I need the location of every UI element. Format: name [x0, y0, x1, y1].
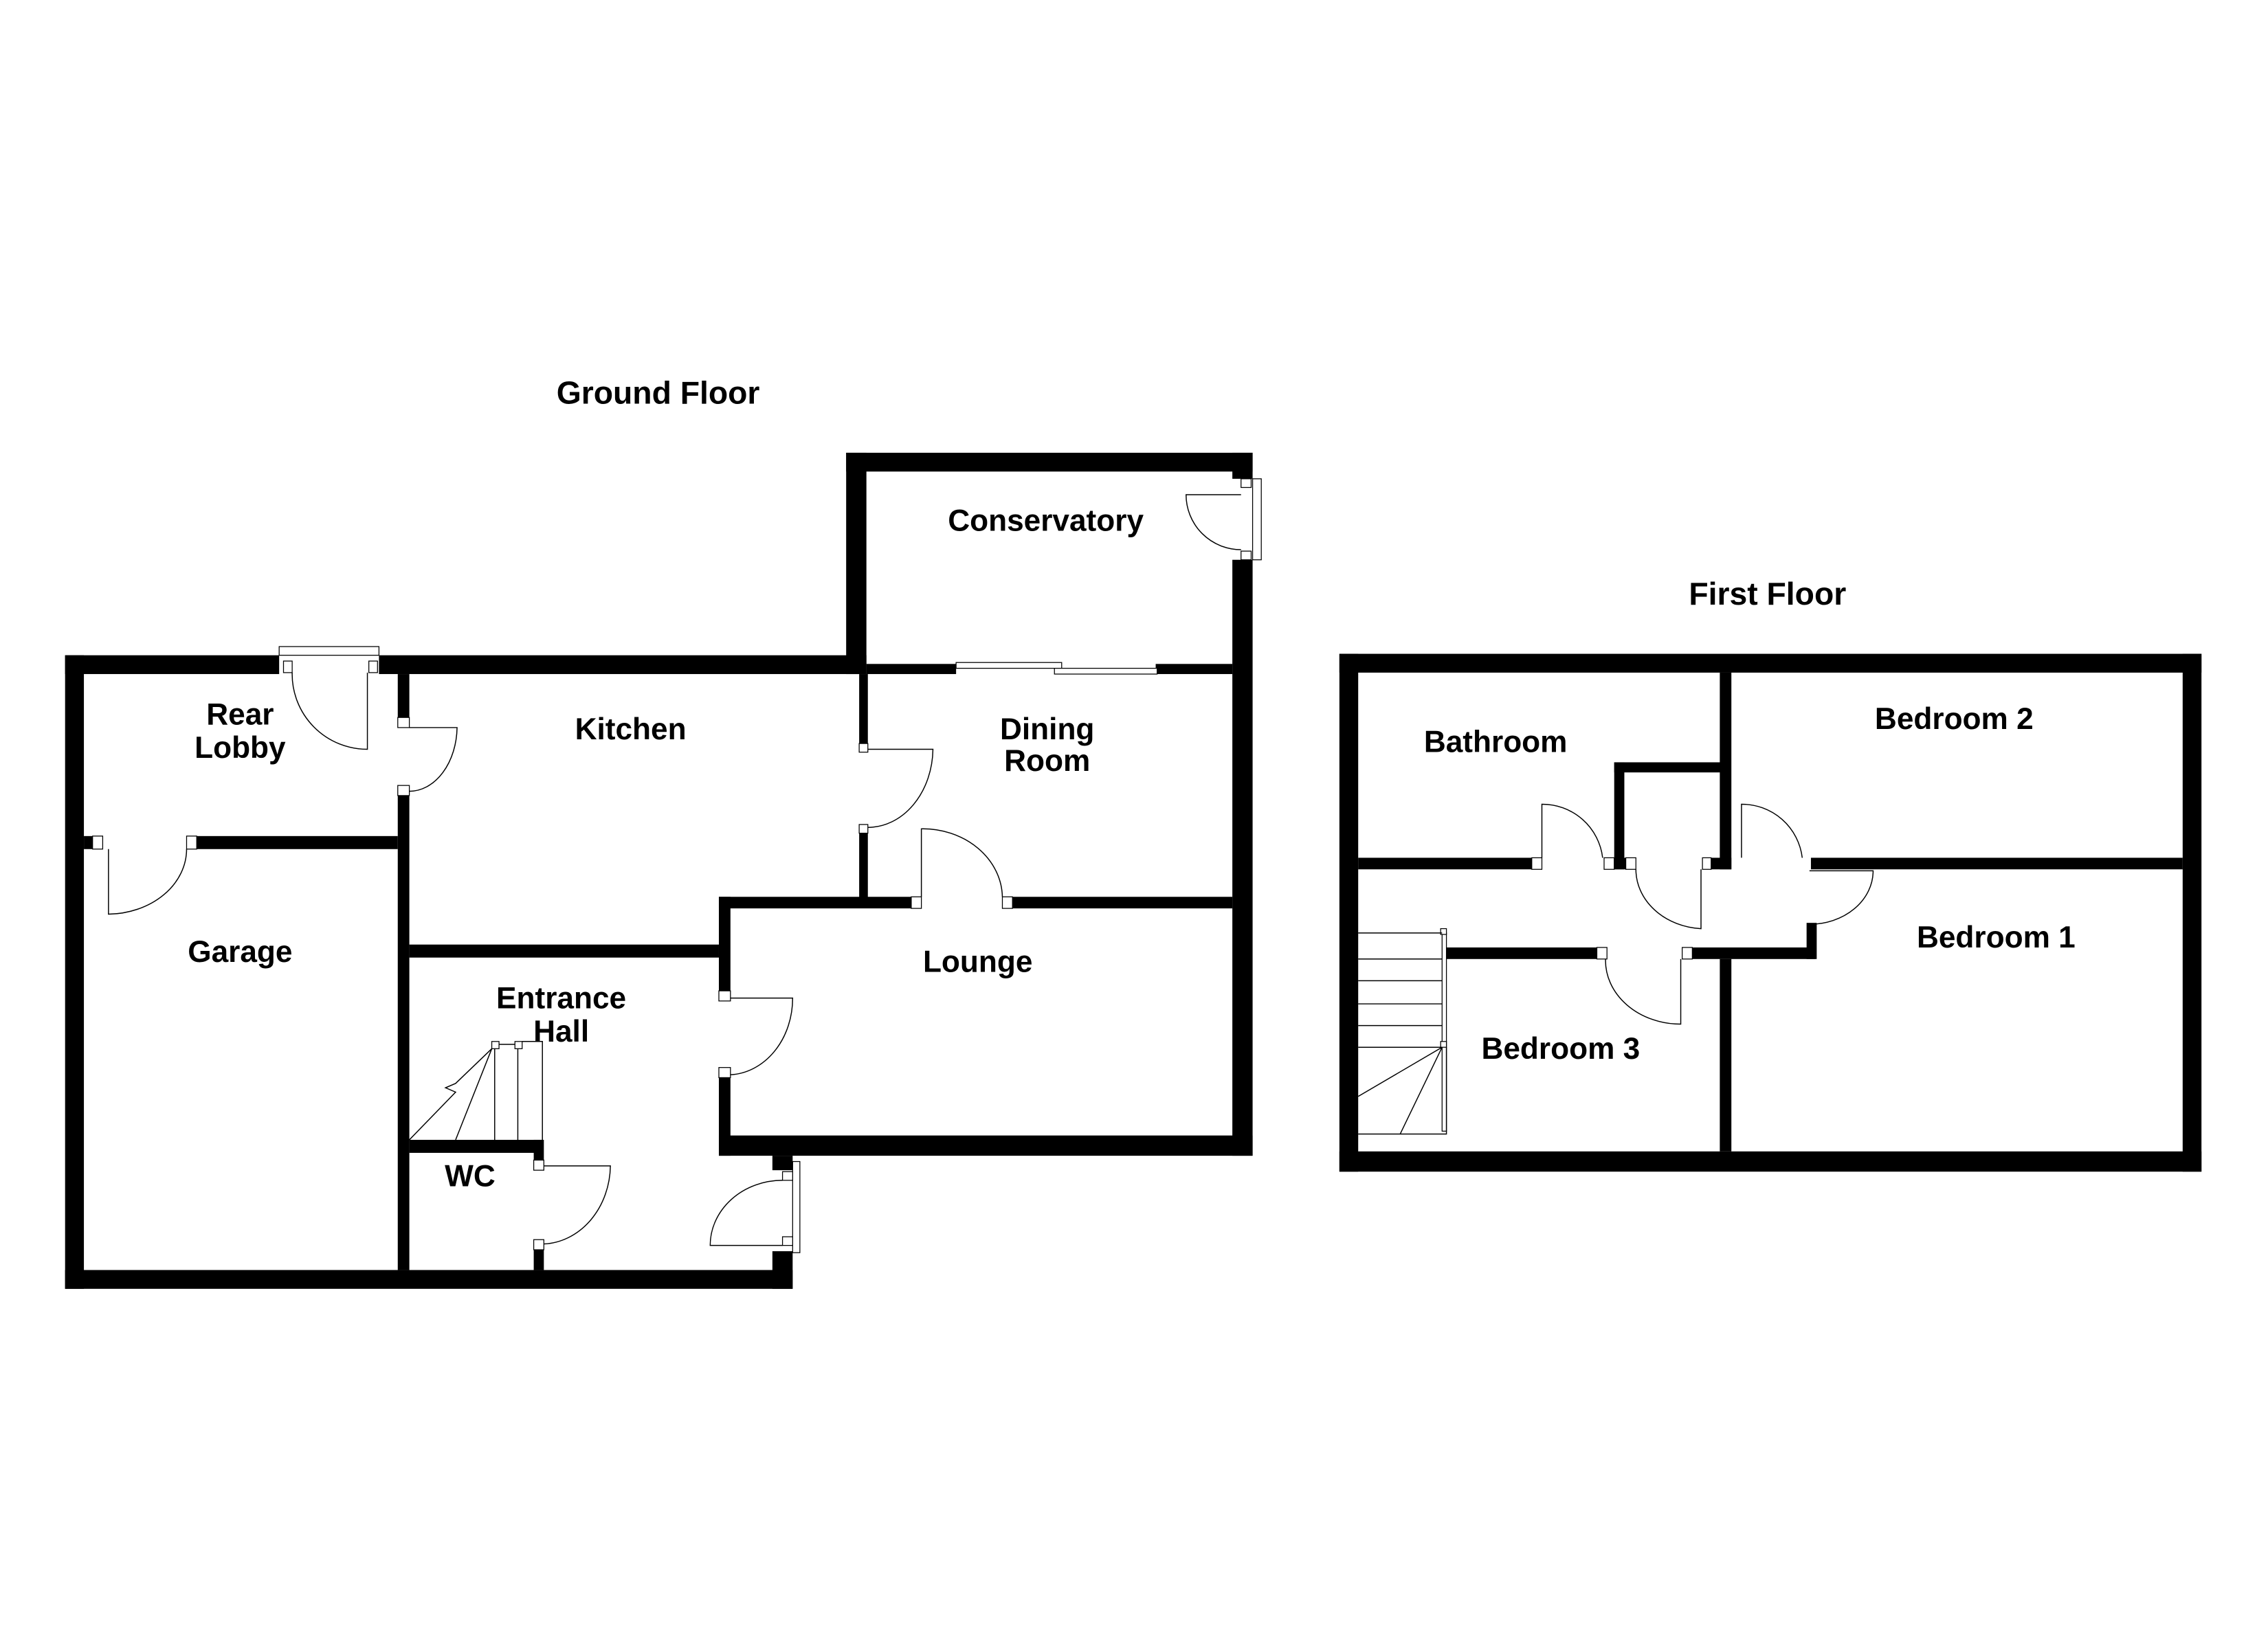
room-label-lounge: Lounge: [923, 945, 1033, 979]
room-label-bathroom: Bathroom: [1424, 726, 1568, 759]
ground-floor-stairs: [409, 1041, 543, 1141]
room-label-conservatory: Conservatory: [948, 504, 1144, 538]
room-label-rear-lobby-line1: Rear: [206, 698, 274, 732]
ground-floor-doors: [92, 478, 1262, 1253]
room-label-bedroom-2: Bedroom 2: [1875, 702, 2034, 736]
room-label-wc: WC: [445, 1159, 496, 1193]
room-label-entrance-hall-line2: Hall: [533, 1015, 589, 1048]
first-floor-plan: First Floor: [1339, 576, 2202, 1172]
ground-floor-walls: [65, 452, 1253, 1289]
room-label-bedroom-3: Bedroom 3: [1481, 1032, 1640, 1066]
room-label-entrance-hall-line1: Entrance: [496, 981, 626, 1015]
ground-floor-title: Ground Floor: [557, 374, 760, 410]
first-floor-stairs: [1357, 928, 1447, 1135]
room-label-bedroom-1: Bedroom 1: [1917, 921, 2076, 954]
room-label-dining-line2: Room: [1004, 744, 1090, 778]
room-label-garage: Garage: [188, 935, 292, 969]
ground-floor-labels: Conservatory Rear Lobby Kitchen Dining R…: [188, 504, 1144, 1193]
room-label-rear-lobby-line2: Lobby: [194, 731, 286, 765]
first-floor-title: First Floor: [1689, 576, 1846, 612]
first-floor-walls: [1339, 653, 2202, 1172]
room-label-dining-line1: Dining: [1000, 713, 1094, 746]
first-floor-labels: Bathroom Bedroom 2 Bedroom 1 Bedroom 3: [1424, 702, 2076, 1066]
ground-floor-plan: Ground Floor: [65, 374, 1262, 1289]
room-label-kitchen: Kitchen: [575, 713, 687, 746]
first-floor-doors: [1531, 803, 1874, 1025]
